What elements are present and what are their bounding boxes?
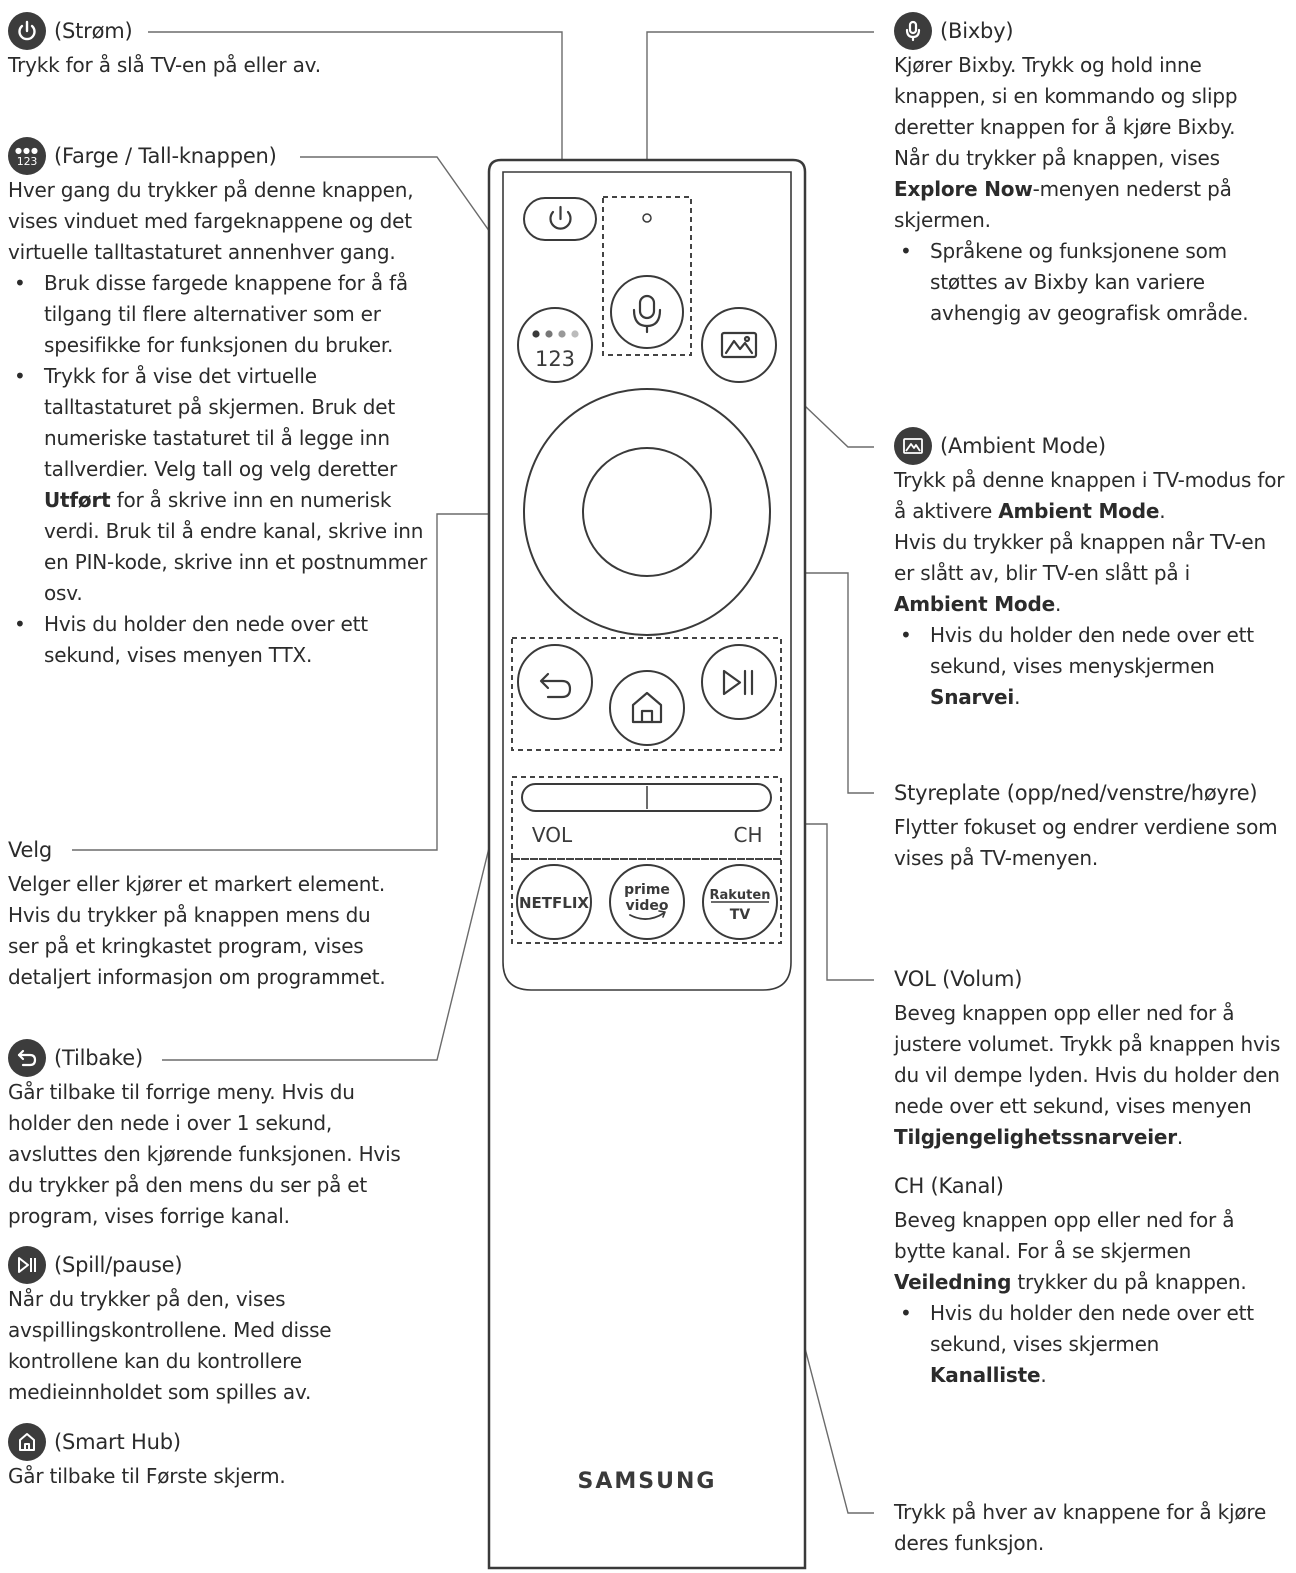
ambient-mode-icon [894, 427, 932, 465]
bixby-desc: Kjører Bixby. Trykk og hold inne knappen… [894, 53, 1238, 232]
netflix-button [516, 864, 592, 940]
select-section: Velg Velger eller kjører et markert elem… [8, 833, 403, 993]
home-icon [8, 1423, 46, 1461]
microphone-icon [894, 12, 932, 50]
color-dots-icon [532, 330, 579, 338]
ch-title: CH (Kanal) [894, 1173, 1004, 1198]
back-title: (Tilbake) [54, 1045, 143, 1070]
home-desc: Går tilbake til Første skjerm. [8, 1464, 286, 1488]
back-icon [539, 672, 572, 699]
vol-section: VOL (Volum) Beveg knappen opp eller ned … [894, 962, 1289, 1153]
netflix-logo: NETFLIX [519, 894, 589, 912]
bixby-dashed-group [602, 196, 692, 356]
color-bullet-2: Trykk for å vise det virtuelle talltasta… [14, 361, 428, 609]
play-section: (Spill/pause) Når du trykker på den, vis… [8, 1246, 368, 1408]
ambient-desc-2: Hvis du trykker på knappen når TV-en er … [894, 530, 1266, 616]
play-pause-icon [8, 1246, 46, 1284]
ambient-title: (Ambient Mode) [940, 433, 1106, 458]
bixby-bullet-1: Språkene og funksjonene som støttes av B… [900, 236, 1250, 329]
ch-desc: Beveg knappen opp eller ned for å bytte … [894, 1208, 1247, 1294]
back-desc: Går tilbake til forrige meny. Hvis du ho… [8, 1080, 401, 1228]
home-button [609, 670, 685, 746]
play-pause-icon [722, 669, 754, 696]
ch-bullet-1: Hvis du holder den nede over ett sekund,… [900, 1298, 1275, 1391]
brand-logo: SAMSUNG [578, 1469, 717, 1494]
ambient-mode-icon [720, 331, 758, 359]
bixby-mic-hole [642, 213, 652, 223]
ch-label: CH [733, 823, 762, 847]
vol-label: VOL [532, 823, 573, 847]
apps-dashed-group [511, 858, 782, 944]
select-desc: Velger eller kjører et markert element. … [8, 872, 386, 989]
leader-bixby [646, 31, 874, 196]
home-section: (Smart Hub) Går tilbake til Første skjer… [8, 1423, 408, 1492]
back-icon [8, 1039, 46, 1077]
microphone-icon [632, 294, 662, 334]
power-icon [8, 12, 46, 50]
vol-title: VOL (Volum) [894, 966, 1023, 991]
power-title: (Strøm) [54, 18, 133, 43]
prime-video-button [609, 864, 685, 940]
color-desc: Hver gang du trykker på denne knappen, v… [8, 178, 414, 264]
select-button [582, 447, 712, 577]
prime-smile-icon [629, 912, 665, 920]
rakuten-logo-line1: Rakuten [710, 888, 771, 903]
ch-section: CH (Kanal) Beveg knappen opp eller ned f… [894, 1169, 1289, 1391]
home-icon [631, 691, 663, 724]
vol-desc: Beveg knappen opp eller ned for å juster… [894, 1001, 1281, 1149]
select-title: Velg [8, 837, 53, 862]
bixby-section: (Bixby) Kjører Bixby. Trykk og hold inne… [894, 12, 1292, 329]
prime-logo-line2: video [625, 898, 668, 914]
bixby-button [610, 275, 684, 349]
ambient-desc-1: Trykk på denne knappen i TV-modus for å … [894, 468, 1285, 523]
volch-dashed-group [511, 776, 782, 860]
ambient-bullet-1: Hvis du holder den nede over ett sekund,… [900, 620, 1260, 713]
power-icon [549, 205, 572, 230]
play-title: (Spill/pause) [54, 1252, 183, 1277]
color-button-label: 123 [535, 347, 575, 371]
color-number-icon: ●●● 123 [8, 137, 46, 175]
dpad-section: Styreplate (opp/ned/venstre/høyre) Flytt… [894, 776, 1289, 874]
color-bullet-1: Bruk disse fargede knappene for å få til… [14, 268, 428, 361]
power-section: (Strøm) Trykk for å slå TV-en på eller a… [8, 12, 428, 81]
play-desc: Når du trykker på den, vises avspillings… [8, 1287, 332, 1404]
apps-desc: Trykk på hver av knappene for å kjøre de… [894, 1500, 1267, 1555]
bixby-title: (Bixby) [940, 18, 1014, 43]
leader-power [148, 31, 563, 196]
power-desc: Trykk for å slå TV-en på eller av. [8, 53, 321, 77]
ambient-mode-button [701, 307, 777, 383]
dpad-desc: Flytter fokuset og endrer verdiene som v… [894, 815, 1278, 870]
rakuten-logo-line2: TV [730, 907, 751, 923]
color-bullet-3: Hvis du holder den nede over ett sekund,… [14, 609, 428, 671]
color-number-button [517, 307, 593, 383]
color-section: ●●● 123 (Farge / Tall-knappen) Hver gang… [8, 137, 428, 671]
home-title: (Smart Hub) [54, 1429, 181, 1454]
apps-section: Trykk på hver av knappene for å kjøre de… [894, 1497, 1284, 1559]
dpad-title: Styreplate (opp/ned/venstre/høyre) [894, 780, 1258, 805]
color-title: (Farge / Tall-knappen) [54, 143, 277, 168]
nav-dashed-group [511, 637, 782, 751]
ambient-section: (Ambient Mode) Trykk på denne knappen i … [894, 427, 1289, 713]
prime-logo-line1: prime [624, 882, 670, 898]
back-section: (Tilbake) Går tilbake til forrige meny. … [8, 1039, 408, 1232]
